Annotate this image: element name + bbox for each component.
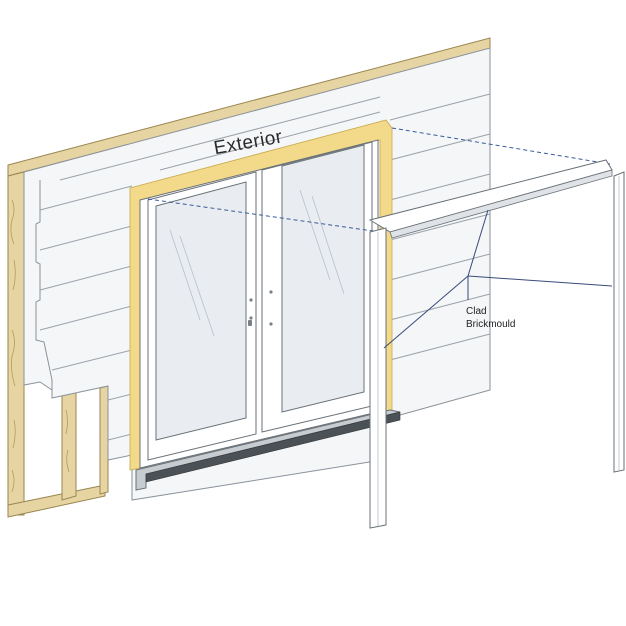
inner-stud: [61, 391, 77, 501]
left-stud: [7, 171, 25, 516]
callout-lines: [383, 209, 613, 349]
callout-label-line2: Brickmould: [466, 319, 515, 330]
wall-framing: [7, 37, 491, 518]
callout-label-line1: Clad: [466, 306, 487, 317]
left-door-glass: [155, 181, 247, 441]
jack-stud: [99, 385, 109, 495]
patio-door-unit: [135, 139, 401, 491]
door-handle-icon: [248, 290, 273, 326]
clad-brickmould: [368, 159, 625, 529]
alignment-guides: [147, 127, 611, 233]
right-door-glass: [281, 144, 365, 413]
